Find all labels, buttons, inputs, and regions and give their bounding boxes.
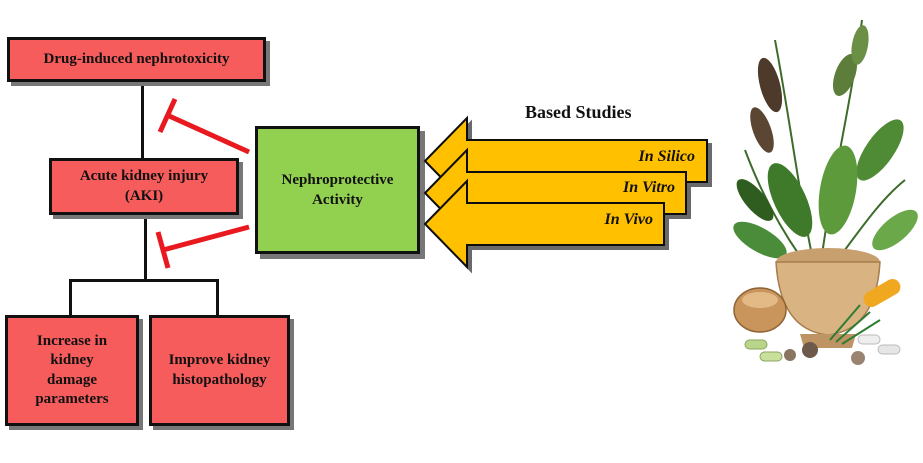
spice-bowl-icon — [733, 287, 787, 333]
connector-right-drop — [216, 279, 219, 315]
leaf-icon — [733, 25, 918, 259]
inhibit-line-aki — [162, 224, 250, 253]
increase-damage-parameters-box: Increase in kidney damage parameters — [5, 315, 139, 426]
nephroprotective-activity-box: Nephroprotective Activity — [255, 126, 420, 254]
capsules-icon — [744, 279, 901, 362]
connector-drug-aki — [141, 84, 144, 158]
study-label-in-silico: In Silico — [638, 148, 695, 165]
connector-left-drop — [69, 279, 72, 315]
connector-horizontal — [69, 279, 219, 282]
inhibit-bar-drug — [157, 97, 178, 134]
drug-nephrotoxicity-box: Drug-induced nephrotoxicity — [7, 37, 266, 82]
inhibit-line-drug — [165, 112, 251, 155]
study-label-in-vitro: In Vitro — [622, 179, 675, 196]
study-label-in-vivo: In Vivo — [604, 211, 653, 228]
inhibit-bar-aki — [155, 231, 171, 269]
study-arrow-in-vivo — [423, 178, 665, 270]
based-studies-title: Based Studies — [525, 102, 632, 122]
aki-box: Acute kidney injury (AKI) — [49, 158, 239, 215]
connector-aki-down — [144, 214, 147, 280]
improve-histopathology-box: Improve kidney histopathology — [149, 315, 290, 426]
